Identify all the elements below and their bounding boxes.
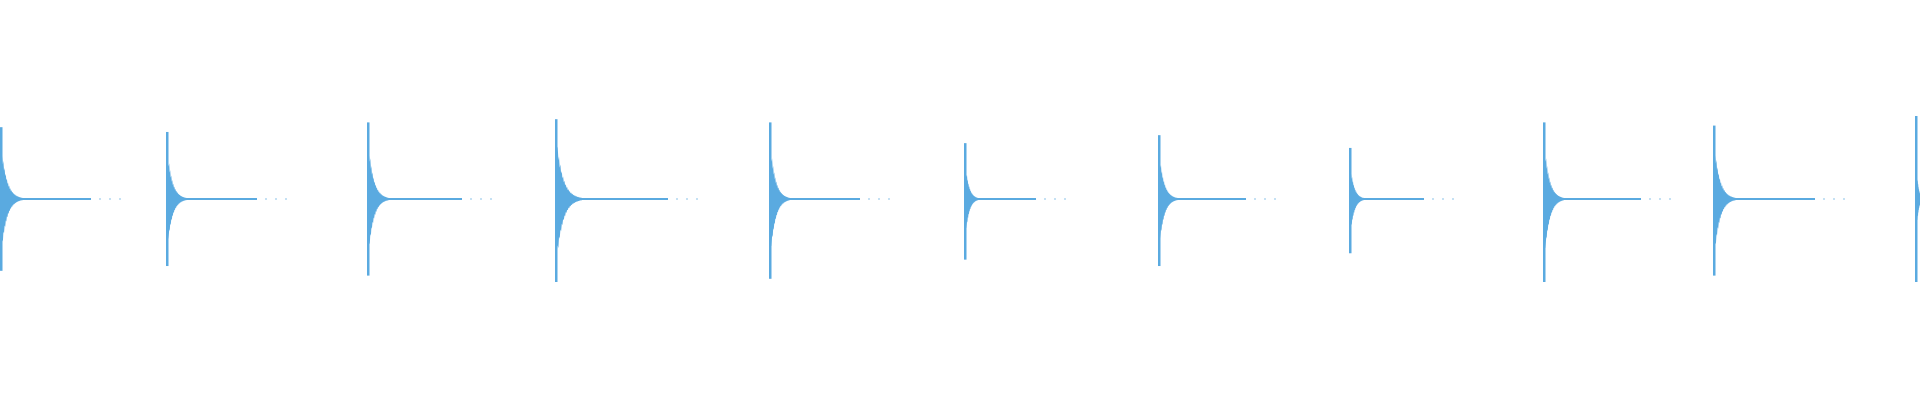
transient-tail — [1564, 198, 1641, 200]
transient-tail — [1365, 198, 1424, 200]
transient-envelope — [964, 143, 979, 254]
tail-residue — [1064, 198, 1066, 200]
transient-4 — [555, 119, 698, 282]
transient-envelope — [166, 132, 187, 260]
tail-residue — [275, 198, 277, 200]
tail-residue — [470, 198, 472, 200]
transient-1 — [0, 127, 121, 271]
tail-residue — [1044, 198, 1046, 200]
tail-residue — [1432, 198, 1434, 200]
tail-residue — [1274, 198, 1276, 200]
tail-residue — [888, 198, 890, 200]
transient-envelope — [367, 122, 389, 269]
tail-residue — [1843, 198, 1845, 200]
tail-residue — [480, 198, 482, 200]
transient-attack — [1349, 147, 1352, 254]
transient-attack — [1158, 135, 1161, 267]
transient-envelope — [555, 119, 582, 274]
tail-residue — [1649, 198, 1651, 200]
tail-residue — [878, 198, 880, 200]
transient-8 — [1349, 147, 1454, 254]
transient-11 — [1915, 116, 1920, 282]
transient-attack — [964, 143, 967, 260]
tail-residue — [696, 198, 698, 200]
transient-2 — [166, 131, 287, 267]
transient-attack — [769, 122, 772, 279]
transient-tail — [187, 198, 257, 200]
transient-tail — [790, 198, 860, 200]
transient-attack — [1543, 122, 1546, 282]
tail-residue — [119, 198, 121, 200]
transient-tail — [23, 198, 91, 200]
tail-residue — [1823, 198, 1825, 200]
tail-residue — [109, 198, 111, 200]
transient-tail — [582, 198, 668, 200]
tail-residue — [1254, 198, 1256, 200]
tail-residue — [1452, 198, 1454, 200]
tail-residue — [1054, 198, 1056, 200]
transient-5 — [769, 122, 890, 279]
transient-9 — [1543, 122, 1671, 282]
transient-envelope — [0, 127, 23, 264]
transient-envelope — [769, 122, 790, 271]
transient-tail — [1736, 198, 1815, 200]
tail-residue — [686, 198, 688, 200]
transient-6 — [964, 143, 1066, 260]
tail-residue — [490, 198, 492, 200]
tail-residue — [1442, 198, 1444, 200]
transient-envelope — [1349, 147, 1365, 248]
transient-tail — [1178, 198, 1246, 200]
transient-7 — [1158, 135, 1276, 267]
transient-attack — [1915, 116, 1918, 282]
transient-attack — [555, 119, 558, 282]
tail-residue — [265, 198, 267, 200]
transient-attack — [166, 131, 169, 267]
transient-10 — [1713, 125, 1845, 276]
transient-3 — [367, 122, 492, 276]
tail-residue — [676, 198, 678, 200]
tail-residue — [99, 198, 101, 200]
tail-residue — [1669, 198, 1671, 200]
transient-tail — [389, 198, 462, 200]
transient-envelope — [1713, 125, 1736, 268]
transient-envelope — [1543, 122, 1564, 274]
transient-envelope — [1158, 135, 1178, 260]
tail-residue — [1659, 198, 1661, 200]
transient-attack — [1713, 125, 1716, 276]
tail-residue — [1264, 198, 1266, 200]
transient-tail — [979, 198, 1036, 200]
tail-residue — [868, 198, 870, 200]
transient-attack — [367, 122, 370, 276]
tail-residue — [1833, 198, 1835, 200]
transient-attack — [0, 127, 3, 271]
tail-residue — [285, 198, 287, 200]
